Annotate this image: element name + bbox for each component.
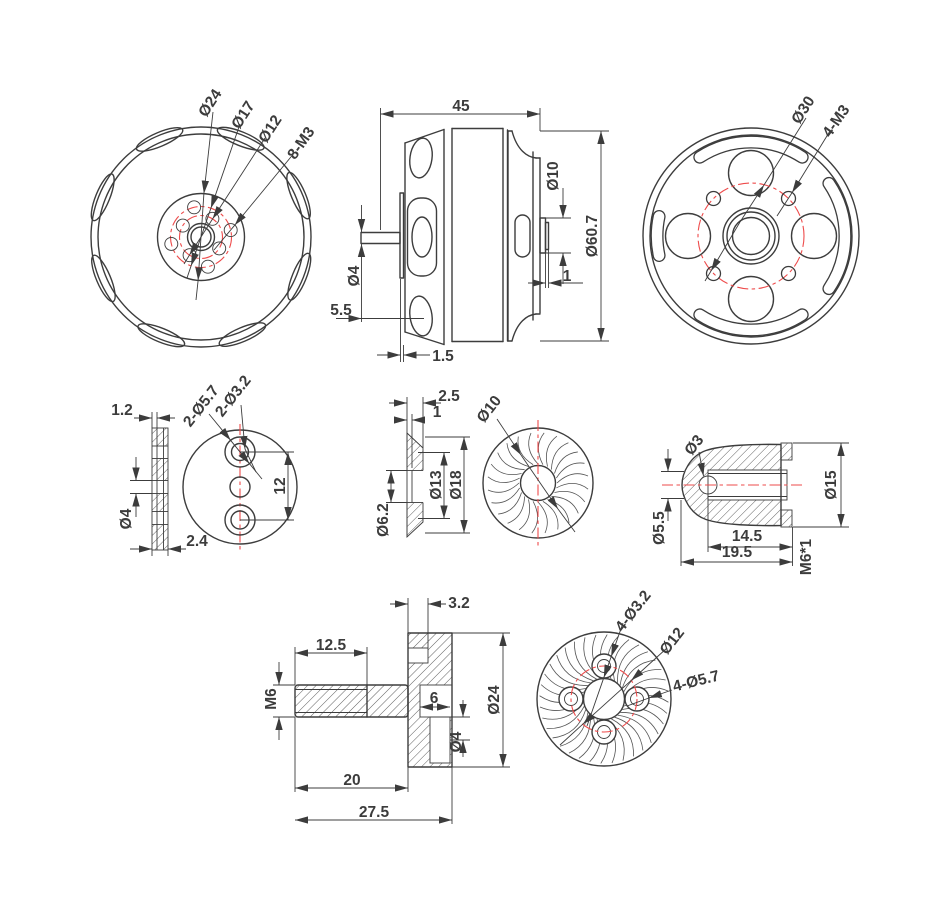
dim-overall-length: 27.5 — [359, 804, 390, 821]
dim-pin-hole: Ø4 — [448, 731, 465, 752]
adapter-flange-leaders — [559, 622, 673, 746]
dim-washer-step: 1 — [433, 404, 442, 421]
motor-shaft — [360, 231, 401, 245]
prop-nut-dimensions — [661, 442, 849, 566]
dim-nut-od: Ø15 — [823, 470, 840, 500]
knurled-washer-front — [476, 420, 599, 548]
dim-hole-spacing: 12 — [272, 477, 289, 494]
dim-boss-step: 1 — [563, 268, 572, 285]
dim-flange-od: Ø24 — [486, 685, 503, 715]
adapter-flange-view: 4-Ø3.2 Ø12 4-Ø5.7 — [523, 587, 721, 774]
motor-front-leaders — [183, 111, 296, 301]
dim-shaft-boss-od: Ø10 — [545, 161, 562, 190]
dim-washer-thickness: 2.5 — [438, 388, 460, 405]
dim-socket-width: 6 — [430, 690, 439, 707]
adapter-shaft — [295, 685, 408, 717]
dim-knurl-od: Ø10 — [474, 393, 505, 427]
motor-front-rim-slots — [90, 126, 312, 348]
stator-mount-section — [507, 130, 550, 342]
mount-disc-view: 1.2 2-Ø5.7 2-Ø3.2 12 Ø4 2.4 — [111, 372, 298, 556]
dim-mount-holes-8m3: 8-M3 — [284, 124, 318, 163]
motor-back-view: Ø30 4-M3 — [642, 93, 860, 345]
mount-disc-section — [151, 427, 169, 551]
dim-cone-od: Ø13 — [428, 470, 445, 500]
bell-vent-slots — [406, 137, 438, 337]
dim-tip-od: Ø5.5 — [651, 511, 668, 545]
dim-body-length: 45 — [452, 98, 470, 115]
dim-thread-length: 12.5 — [316, 637, 347, 654]
motor-back-leaders — [704, 117, 831, 282]
dim-hub-width: 3.2 — [448, 595, 470, 612]
prop-nut-view: Ø3 Ø5.5 Ø15 14.5 19.5 M6*1 — [651, 432, 849, 575]
bolt-circle-30 — [697, 182, 805, 290]
motor-front-mount-holes — [164, 200, 238, 274]
dim-nut-length: 19.5 — [722, 544, 753, 561]
flange-center-bore — [582, 677, 626, 721]
dim-bolt-circle-30: Ø30 — [788, 93, 818, 127]
dim-shaft-od: Ø4 — [346, 265, 363, 286]
hub-circle — [156, 192, 246, 282]
dim-nut-thread: M6*1 — [798, 539, 815, 576]
dim-center-bore: Ø4 — [118, 508, 135, 529]
dim-hub-od: Ø24 — [195, 86, 225, 120]
mount-plate-edge — [399, 192, 405, 279]
dim-adapter-thread: M6 — [263, 688, 280, 710]
dim-bolt-circle-outer: Ø17 — [228, 98, 258, 132]
dim-hub-thickness: 2.4 — [186, 533, 208, 550]
dim-washer-od: Ø18 — [448, 470, 465, 500]
dim-washer-bore: Ø6.2 — [375, 503, 392, 537]
dim-flange-small-holes: 4-Ø3.2 — [612, 587, 655, 635]
bell-housing — [404, 127, 509, 346]
knurled-washer-view: 2.5 1 Ø10 Ø13 Ø18 Ø6.2 — [375, 388, 600, 548]
dim-shaft-length: 20 — [343, 772, 360, 789]
motor-front-view: Ø24 Ø17 Ø12 8-M3 — [90, 86, 319, 348]
prop-adapter-view: 3.2 12.5 M6 6 Ø24 Ø4 20 27.5 — [263, 595, 510, 824]
mount-disc-dimensions — [130, 404, 294, 556]
dim-mount-plate-thickness: 1.5 — [432, 348, 454, 365]
dim-mount-holes-4m3: 4-M3 — [819, 102, 853, 141]
prop-adapter-dimensions — [273, 598, 510, 824]
motor-side-view: 45 Ø10 Ø60.7 Ø4 5.5 1 1.5 — [330, 98, 609, 365]
dim-body-od: Ø60.7 — [584, 215, 601, 257]
dim-flange-large-holes: 4-Ø5.7 — [671, 668, 721, 696]
knurled-washer-section — [406, 431, 424, 539]
dim-plate-thickness: 1.2 — [111, 402, 133, 419]
knurled-washer-dimensions — [386, 397, 576, 534]
motor-side-dimensions — [336, 108, 609, 362]
dim-shaft-protrusion: 5.5 — [330, 302, 352, 319]
motor-back-rim-slots — [650, 135, 852, 337]
motor-back-lightening-holes — [664, 149, 838, 323]
dim-thread-depth: 14.5 — [732, 528, 763, 545]
bolt-circle-inner — [178, 214, 224, 260]
